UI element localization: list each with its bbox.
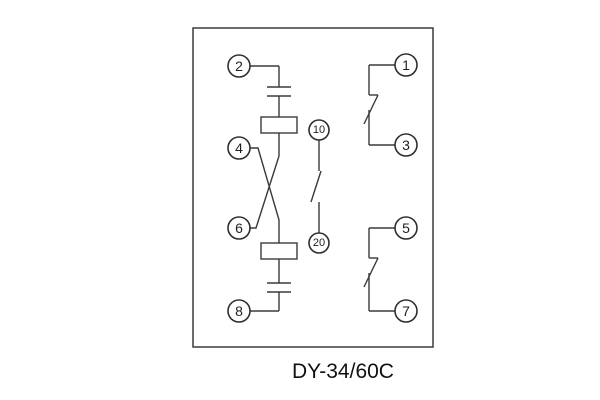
terminal-20: 20 [308, 232, 330, 254]
terminal-circle [394, 133, 418, 157]
terminal-1: 1 [394, 53, 418, 77]
terminal-label: 1 [402, 57, 410, 73]
terminal-circle [227, 299, 251, 323]
terminal-7: 7 [394, 299, 418, 323]
terminal-label: 20 [313, 237, 325, 249]
enclosure-border [192, 27, 434, 348]
diagram-caption: DY-34/60C [292, 360, 394, 383]
crossover-wire [250, 147, 280, 243]
terminal-circle [227, 136, 251, 160]
terminal-4: 4 [227, 136, 251, 160]
terminal-10: 10 [308, 119, 330, 141]
coil-symbol-bottom [260, 242, 298, 260]
contact-5-7 [363, 227, 395, 312]
terminal-label: 7 [402, 303, 410, 319]
terminal-label: 6 [235, 220, 243, 236]
terminal-label: 3 [402, 137, 410, 153]
contact-blade [363, 257, 379, 288]
terminal-circle [394, 299, 418, 323]
terminal-label: 2 [235, 58, 243, 74]
terminal-label: 8 [235, 303, 243, 319]
capacitor-symbol-top [267, 86, 291, 97]
terminal-label: 4 [235, 140, 243, 156]
terminal-2: 2 [227, 54, 251, 78]
coil-symbol-top [260, 116, 298, 134]
contact-blade [363, 94, 379, 125]
terminal-circle [308, 119, 330, 141]
terminal-5: 5 [394, 216, 418, 240]
left-branch [250, 65, 298, 312]
crossover-wire [250, 155, 280, 229]
terminal-6: 6 [227, 216, 251, 240]
contact-blade [310, 170, 322, 203]
terminal-circle [227, 216, 251, 240]
terminal-label: 10 [313, 124, 325, 136]
middle-contact-10-20 [310, 140, 322, 233]
terminal-circle [394, 216, 418, 240]
contact-1-3 [363, 64, 395, 146]
terminal-8: 8 [227, 299, 251, 323]
capacitor-symbol-bottom [267, 282, 291, 293]
terminal-circle [308, 232, 330, 254]
terminal-circle [394, 53, 418, 77]
terminal-3: 3 [394, 133, 418, 157]
terminal-label: 5 [402, 220, 410, 236]
terminal-circle [227, 54, 251, 78]
